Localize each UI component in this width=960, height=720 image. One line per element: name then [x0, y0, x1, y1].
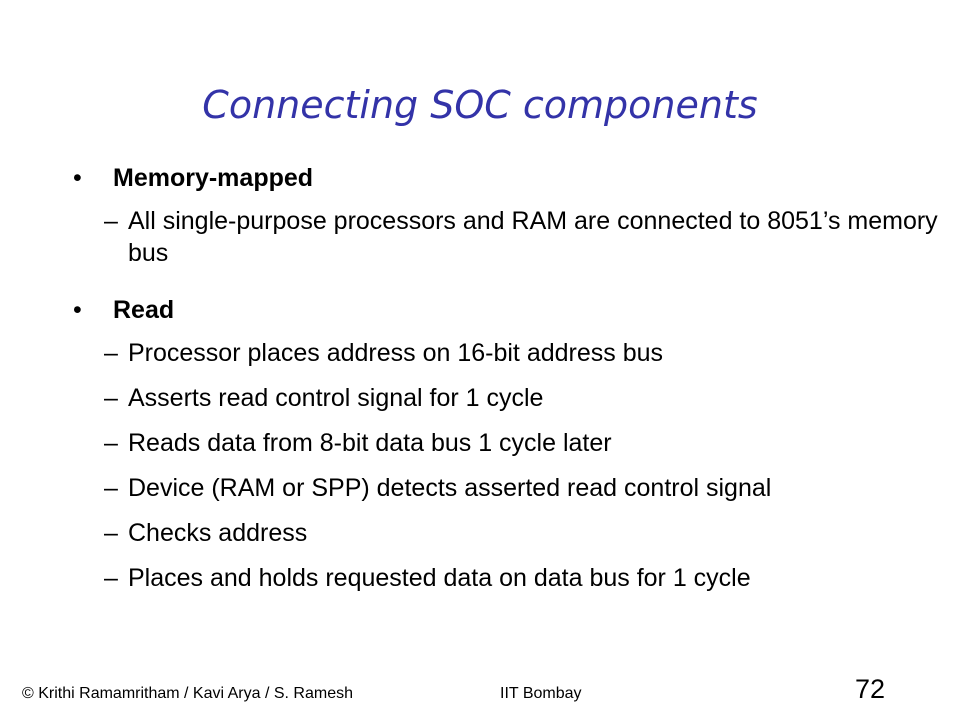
slide-title: Connecting SOC components: [202, 83, 758, 127]
dash-marker: –: [104, 519, 118, 547]
sub-item: –All single-purpose processors and RAM a…: [104, 205, 948, 269]
dash-marker: –: [104, 207, 118, 235]
slide-number: 72: [855, 674, 886, 704]
dash-marker: –: [104, 564, 118, 592]
sub-item: –Places and holds requested data on data…: [104, 562, 751, 594]
sub-item: –Processor places address on 16-bit addr…: [104, 337, 663, 369]
sub-item-text: Device (RAM or SPP) detects asserted rea…: [128, 474, 772, 502]
bullet-marker: •: [73, 164, 82, 192]
sub-item: –Reads data from 8-bit data bus 1 cycle …: [104, 427, 612, 459]
sub-item-text: Checks address: [128, 519, 308, 547]
bullet-memory-mapped: • Memory-mapped: [73, 163, 313, 193]
dash-marker: –: [104, 429, 118, 457]
bullet-label: Read: [113, 296, 175, 324]
sub-item: –Checks address: [104, 517, 307, 549]
bullet-read: • Read: [73, 295, 174, 325]
bullet-marker: •: [73, 296, 82, 324]
sub-item: –Device (RAM or SPP) detects asserted re…: [104, 472, 771, 504]
dash-marker: –: [104, 339, 118, 367]
footer-institution: IIT Bombay: [500, 685, 582, 702]
sub-item-text: Asserts read control signal for 1 cycle: [128, 384, 544, 412]
dash-marker: –: [104, 474, 118, 502]
sub-item-text: Reads data from 8-bit data bus 1 cycle l…: [128, 429, 612, 457]
footer-credits: © Krithi Ramamritham / Kavi Arya / S. Ra…: [22, 685, 353, 702]
dash-marker: –: [104, 384, 118, 412]
sub-item-text: Processor places address on 16-bit addre…: [128, 339, 664, 367]
bullet-label: Memory-mapped: [113, 164, 314, 192]
sub-item-text: All single-purpose processors and RAM ar…: [128, 207, 938, 267]
sub-item: –Asserts read control signal for 1 cycle: [104, 382, 543, 414]
sub-item-text: Places and holds requested data on data …: [128, 564, 751, 592]
